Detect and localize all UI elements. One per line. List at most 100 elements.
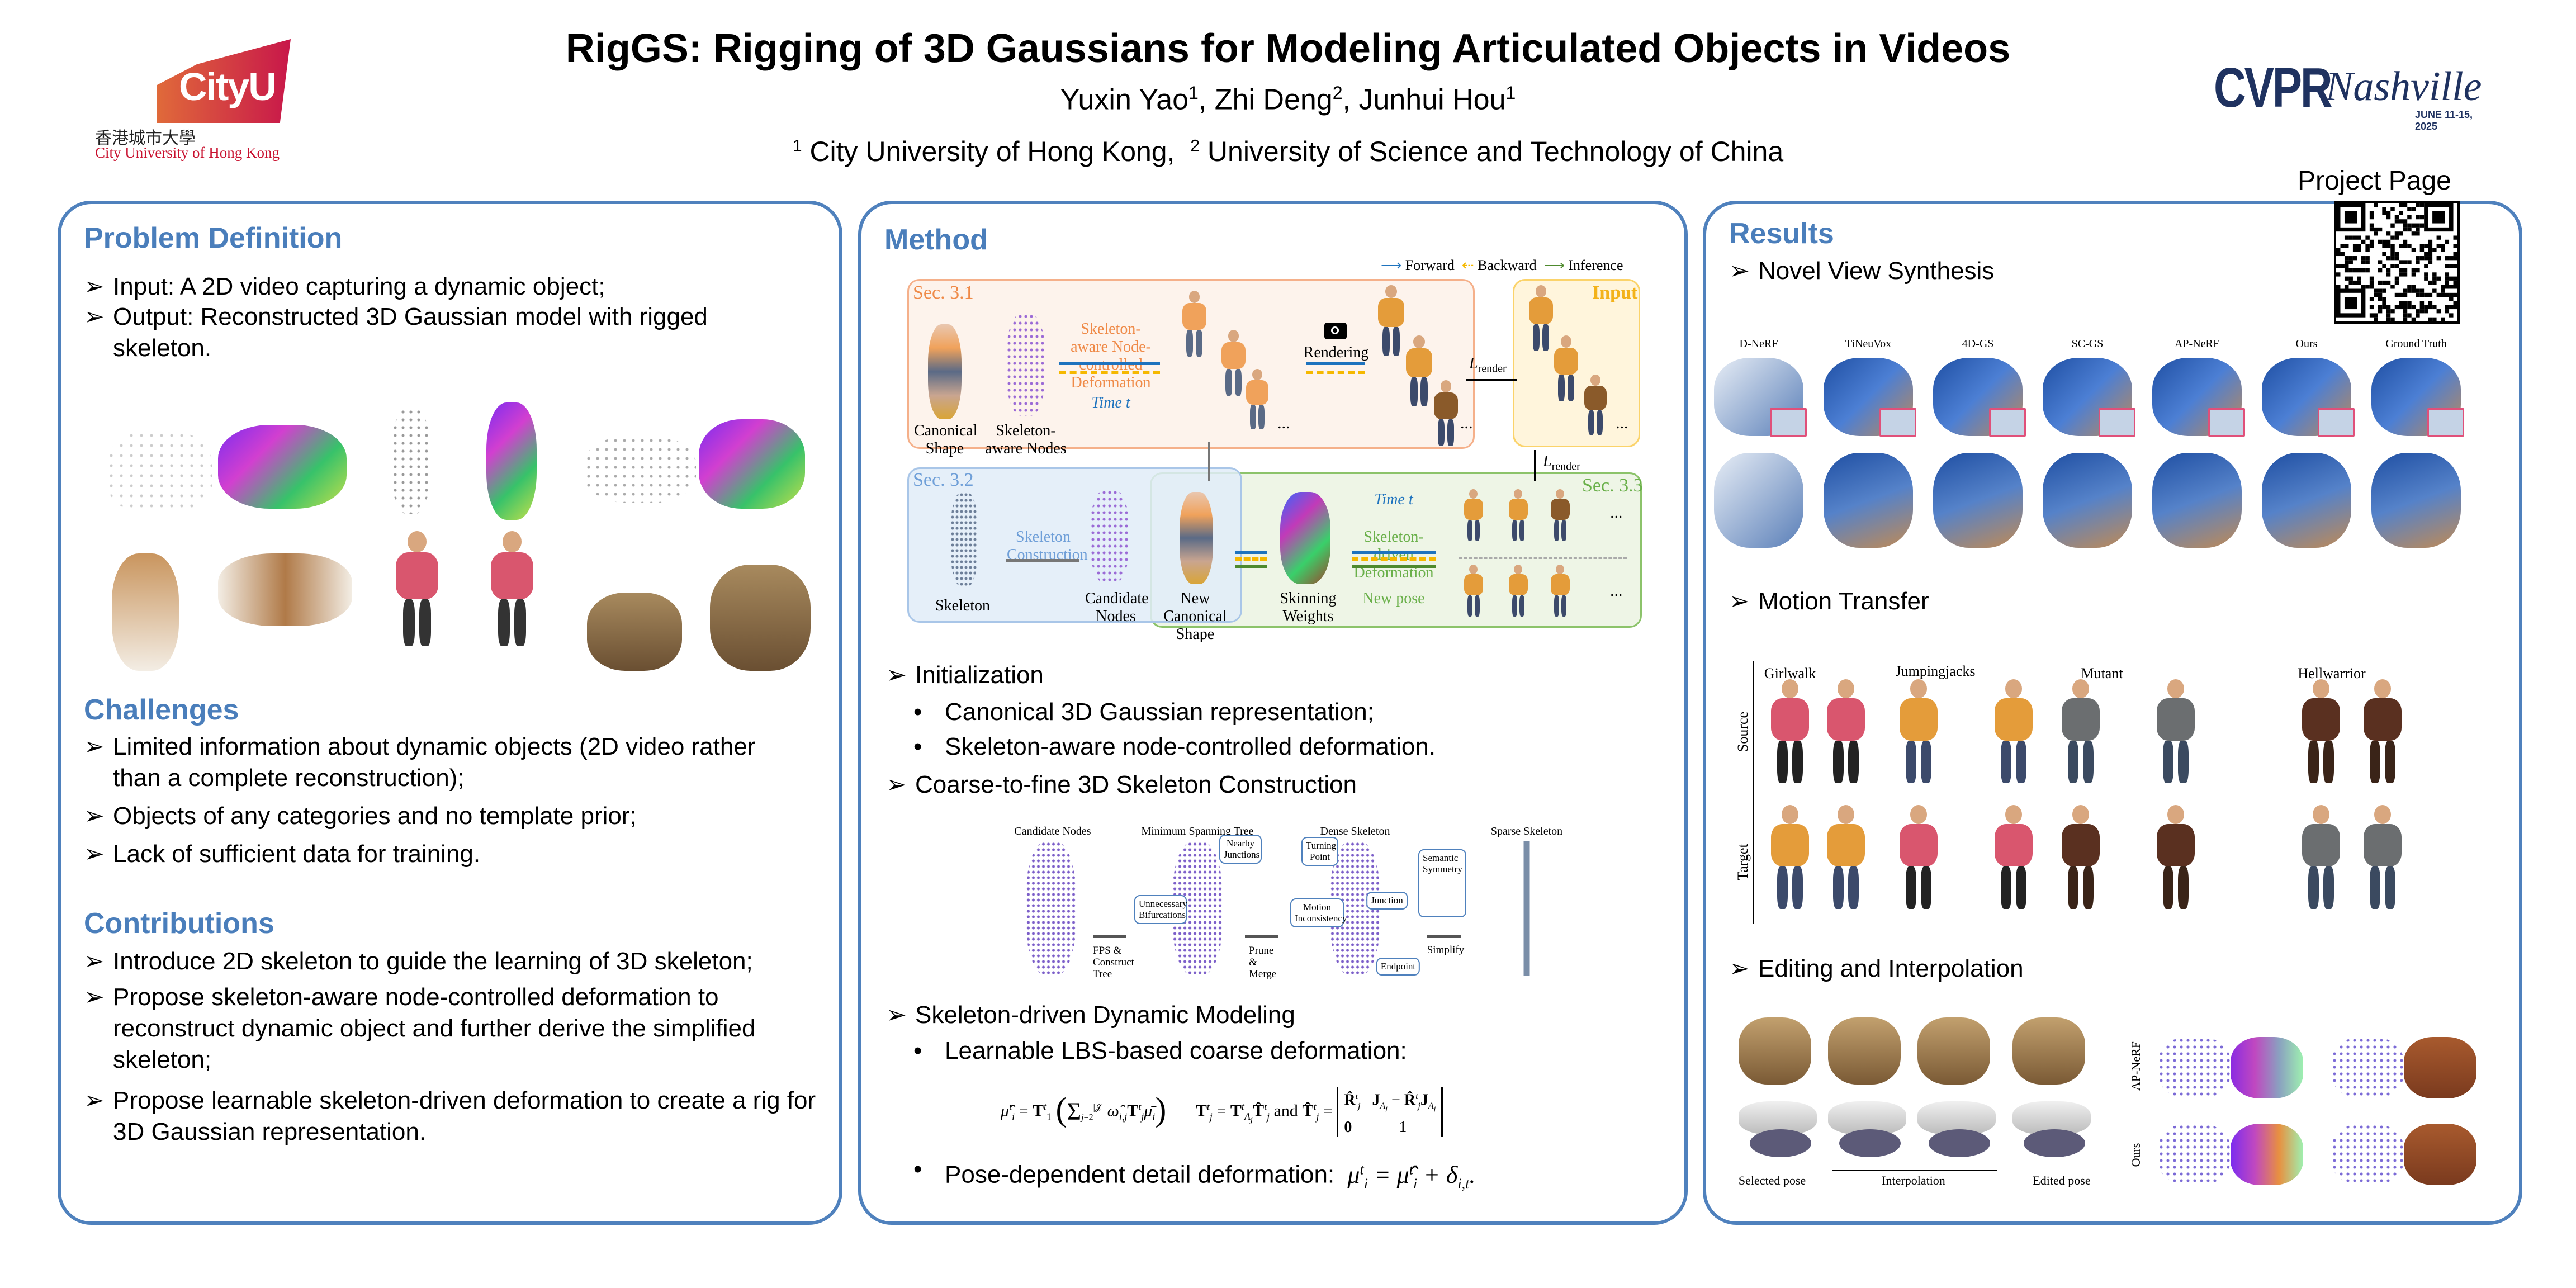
qr-module xyxy=(2445,264,2450,268)
target-motion-image xyxy=(1920,866,1931,910)
qr-module xyxy=(2399,292,2403,297)
qr-module xyxy=(2411,231,2416,236)
qr-module xyxy=(2352,248,2357,252)
nvs-result-image xyxy=(1933,453,2023,548)
qr-module xyxy=(2386,272,2391,277)
qr-module xyxy=(2382,252,2386,257)
source-motion-image xyxy=(1833,741,1844,784)
qr-module xyxy=(2365,285,2370,289)
backward-arrow xyxy=(1059,371,1160,374)
qr-module xyxy=(2407,288,2412,293)
qr-module xyxy=(2428,317,2433,321)
step-label: Prune & Merge xyxy=(1249,945,1277,980)
qr-module xyxy=(2407,301,2412,305)
source-motion-image xyxy=(1848,741,1859,784)
output-frame-image xyxy=(1464,499,1483,520)
rendered-image xyxy=(1378,298,1404,328)
target-motion-image xyxy=(2323,866,2334,910)
qr-module xyxy=(2369,285,2374,289)
qr-module xyxy=(2428,301,2433,305)
duck-photo xyxy=(710,565,811,671)
deformed-shape-image xyxy=(1258,404,1265,429)
qr-module xyxy=(2344,276,2349,281)
qr-module xyxy=(2357,248,2361,252)
cvpr-logo-text: CVPR xyxy=(2214,56,2333,119)
output-frame-image xyxy=(1467,520,1472,542)
interpolation-line xyxy=(1832,1170,1997,1171)
qr-module xyxy=(2357,235,2361,240)
cartoon-girl-image xyxy=(491,552,533,599)
qr-module xyxy=(2374,313,2378,318)
ellipsis: ... xyxy=(1610,581,1623,600)
nvs-zoom-inset xyxy=(1879,408,1916,437)
qr-module xyxy=(2436,235,2441,240)
source-motion-image xyxy=(2363,698,2402,741)
forward-arrow xyxy=(1306,362,1365,365)
qr-module xyxy=(2453,280,2457,285)
qr-module xyxy=(2357,268,2361,273)
qr-module xyxy=(2432,305,2437,310)
nvs-zoom-inset xyxy=(2099,408,2135,437)
qr-module xyxy=(2416,260,2420,264)
qr-module xyxy=(2419,256,2425,261)
qr-module xyxy=(2365,244,2370,248)
inference-arrow xyxy=(1235,565,1267,568)
qr-module xyxy=(2449,285,2454,289)
qr-finder xyxy=(2432,211,2445,224)
duck-gaussian-image xyxy=(699,419,805,509)
nvs-result-image xyxy=(2152,453,2242,548)
deformed-shape-image xyxy=(1228,330,1239,342)
source-motion-image xyxy=(2384,741,2395,784)
problem-bullet: ➢Output: Reconstructed 3D Gaussian model… xyxy=(84,303,708,362)
qr-module xyxy=(2386,211,2391,215)
project-page-qr-code[interactable] xyxy=(2334,201,2460,324)
output-frame-image xyxy=(1561,520,1567,542)
sequence-label: Mutant xyxy=(2081,665,2123,681)
qr-module xyxy=(2407,313,2412,318)
deformed-shape-image xyxy=(1188,291,1200,303)
qr-module xyxy=(2436,244,2441,248)
qr-module xyxy=(2352,256,2357,261)
nvs-zoom-inset xyxy=(2318,408,2355,437)
stage-label: Candidate Nodes xyxy=(1014,825,1091,837)
qr-finder xyxy=(2344,211,2357,224)
skeleton-aware-nodes-label: Skeleton-aware Nodes xyxy=(985,422,1067,457)
qr-module xyxy=(2424,305,2428,310)
initialization-bullet: •Canonical 3D Gaussian representation; xyxy=(913,698,1375,726)
backward-arrow xyxy=(1235,557,1267,561)
motion-transfer-heading: ➢Motion Transfer xyxy=(1729,588,1929,615)
horse-ours-image xyxy=(2231,1124,2303,1185)
qr-module xyxy=(2419,301,2425,305)
qr-module xyxy=(2340,252,2345,257)
new-pose-label: New pose xyxy=(1362,590,1425,607)
affiliation: City University of Hong Kong, xyxy=(809,136,1175,167)
qr-module xyxy=(2386,231,2391,236)
callout: Turning Point xyxy=(1301,837,1338,866)
output-frame-image xyxy=(1550,499,1570,520)
qr-module xyxy=(2344,285,2349,289)
qr-module xyxy=(2411,317,2416,321)
qr-module xyxy=(2399,305,2403,310)
rendered-image xyxy=(1420,377,1428,407)
qr-module xyxy=(2416,203,2420,207)
qr-module xyxy=(2428,256,2433,261)
qr-module xyxy=(2407,207,2412,211)
author-affil: 2 xyxy=(1332,83,1343,103)
backward-arrow xyxy=(1306,371,1365,374)
qr-module xyxy=(2441,285,2445,289)
canonical-shape-label: Canonical Shape xyxy=(914,422,978,457)
target-row-label: Target xyxy=(1735,844,1751,880)
qr-module xyxy=(2352,235,2357,240)
candidate-nodes-label: Candidate Nodes xyxy=(1085,590,1149,625)
horse-ap-nerf-image xyxy=(2331,1037,2404,1098)
new-pose-frame-image xyxy=(1469,565,1478,575)
qr-module xyxy=(2352,280,2357,285)
source-motion-image xyxy=(1777,741,1788,784)
qr-module xyxy=(2394,276,2399,281)
qr-module xyxy=(2411,285,2416,289)
qr-module xyxy=(2361,260,2366,264)
dino-base-image xyxy=(1839,1129,1901,1157)
qr-module xyxy=(2390,317,2395,321)
qr-module xyxy=(2449,264,2454,268)
rendered-image xyxy=(1410,377,1418,407)
